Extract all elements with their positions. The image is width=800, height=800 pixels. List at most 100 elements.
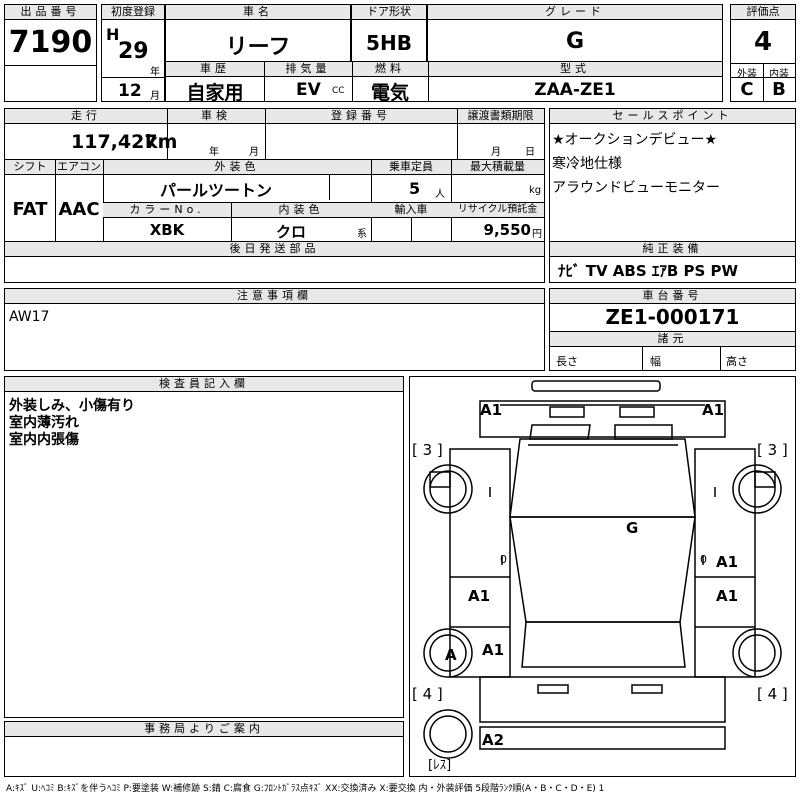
- int-color: クロ: [275, 223, 306, 241]
- persons-unit: 人: [435, 189, 445, 200]
- recycle-fee: 9,550: [483, 221, 531, 239]
- sales-point-label: セールスポイント: [550, 109, 795, 124]
- ext-color: パールツートン: [159, 181, 272, 200]
- mark-rear-wheel-left: A: [445, 646, 457, 664]
- mark-door-right: 0: [700, 553, 707, 566]
- mark-door-left: 0: [500, 553, 507, 566]
- inspector-section: 検査員記入欄 外装しみ、小傷有り 室内薄汚れ 室内内張傷: [4, 376, 404, 718]
- sales-point-2: 寒冷地仕様: [552, 156, 622, 172]
- inspector-comment-3: 室内内張傷: [9, 432, 79, 448]
- mark-spare: [ﾚｽ]: [428, 758, 451, 773]
- fuel-label: 燃料: [352, 62, 428, 77]
- inspection-year-unit: 年: [209, 147, 219, 158]
- mark-front-right: A1: [702, 401, 724, 419]
- color-no-label: カラーNo.: [103, 202, 231, 218]
- aircon: AAC: [58, 199, 100, 220]
- sales-point-1: ★オークションデビュー★: [552, 132, 718, 148]
- recycle-label: リサイクル預託金: [451, 202, 544, 218]
- sales-point-3: アラウンドビューモニター: [552, 180, 720, 196]
- registration-number-label: 登録番号: [265, 109, 457, 124]
- interior-label: 内装: [769, 69, 789, 80]
- first-registration-label: 初度登録: [102, 5, 164, 20]
- mark-front-door-right: A1: [716, 553, 738, 571]
- system-unit: 系: [357, 229, 367, 240]
- first-registration-section: 初度登録 H 29 年 12 月: [101, 4, 165, 102]
- shift: FAT: [12, 199, 48, 220]
- car-outline: A1 A1 [ 3 ] [ 3 ] G 0 0 A1 A1 A1 A A1 [ …: [412, 380, 788, 773]
- lot-number-label: 出品番号: [5, 5, 96, 20]
- mark-fender-left: [ 3 ]: [412, 441, 443, 459]
- notes-label: 注意事項欄: [5, 289, 544, 304]
- transfer-deadline-label: 譲渡書類期限: [457, 109, 544, 124]
- genuine-equipment-section: 純正装備 ﾅﾋﾞ TV ABS ｴｱB PS PW: [549, 241, 796, 283]
- notes: AW17: [9, 309, 50, 325]
- inspector-label: 検査員記入欄: [5, 377, 403, 392]
- chassis-no-label: 車台番号: [550, 289, 795, 304]
- mark-rear-door-right: A1: [716, 587, 738, 605]
- exterior-label: 外装: [737, 69, 757, 80]
- month-unit: 月: [150, 91, 160, 102]
- length-label: 長さ: [556, 355, 578, 368]
- grade: G: [565, 29, 585, 54]
- car-name-section: 車名 リーフ: [165, 4, 351, 62]
- later-parts-label: 後日発送部品: [5, 242, 544, 257]
- score: 4: [753, 27, 773, 57]
- km-unit: km: [145, 131, 178, 153]
- max-load-label: 最大積載量: [451, 160, 544, 175]
- fuel: 電気: [370, 82, 409, 104]
- int-color-label: 内装色: [231, 202, 371, 218]
- door-type-section: ドア形状 5HB: [351, 4, 427, 62]
- year-unit: 年: [150, 67, 160, 78]
- import-label: 輸入車: [371, 202, 451, 218]
- grade-section: グレード G: [427, 4, 723, 62]
- office-section: 事務局よりご案内: [4, 721, 404, 777]
- door-type-label: ドア形状: [352, 5, 426, 20]
- genuine-equipment-label: 純正装備: [550, 242, 795, 257]
- registration-month: 12: [118, 81, 142, 101]
- damage-legend: A:ｷｽﾞ U:ﾍｺﾐ B:ｷｽﾞを伴うﾍｺﾐ P:要塗装 W:補修跡 S:錆 …: [6, 784, 605, 794]
- inspector-comment-1: 外装しみ、小傷有り: [9, 398, 135, 414]
- model-code-label: 型式: [428, 62, 722, 77]
- deadline-day-unit: 日: [525, 147, 535, 158]
- capacity-label: 乗車定員: [371, 160, 451, 175]
- later-parts-section: 後日発送部品: [4, 241, 545, 283]
- mark-fender-right: [ 3 ]: [757, 441, 788, 459]
- yen-unit: 円: [532, 229, 542, 240]
- exterior-grade: C: [740, 79, 754, 100]
- displacement-label: 排気量: [264, 62, 352, 77]
- inspection-month-unit: 月: [249, 147, 259, 158]
- cc-unit: CC: [332, 86, 345, 96]
- score-section: 評価点 4 外装 内装 C B: [730, 4, 796, 102]
- lot-number: 7190: [8, 25, 93, 60]
- door-type: 5HB: [366, 31, 412, 55]
- mark-windshield: G: [626, 519, 638, 537]
- chassis-section: 車台番号 ZE1-000171 諸元 長さ 幅 高さ: [549, 288, 796, 371]
- aircon-label: エアコン: [55, 160, 103, 175]
- inspection-label: 車検: [167, 109, 265, 124]
- history-label: 車歴: [166, 62, 264, 77]
- ext-color-label: 外装色: [103, 160, 371, 175]
- dimensions-label: 諸元: [550, 331, 795, 347]
- mark-rear-quarter-left: A1: [482, 641, 504, 659]
- capacity: 5: [409, 179, 421, 198]
- color-no: XBK: [149, 221, 185, 239]
- mileage-inspection-section: 走行 車検 登録番号 譲渡書類期限 117,427 km 年 月 月 日 シフト…: [4, 108, 545, 242]
- mark-rear-bumper: A2: [482, 731, 504, 749]
- history: 自家用: [186, 82, 244, 104]
- mark-rear-left: [ 4 ]: [412, 685, 443, 703]
- damage-diagram: A1 A1 [ 3 ] [ 3 ] G 0 0 A1 A1 A1 A A1 [ …: [409, 376, 796, 777]
- registration-year: 29: [118, 39, 149, 64]
- mileage-label: 走行: [5, 109, 167, 124]
- era: H: [106, 25, 120, 44]
- shift-label: シフト: [5, 160, 55, 175]
- mark-rear-right: [ 4 ]: [757, 685, 788, 703]
- displacement: EV: [296, 80, 321, 100]
- genuine-equipment: ﾅﾋﾞ TV ABS ｴｱB PS PW: [558, 262, 739, 280]
- sales-point-section: セールスポイント ★オークションデビュー★ 寒冷地仕様 アラウンドビューモニター: [549, 108, 796, 242]
- inspector-comment-2: 室内薄汚れ: [9, 415, 79, 431]
- mark-front-left: A1: [480, 401, 502, 419]
- model-code: ZAA-ZE1: [534, 80, 616, 100]
- kg-unit: kg: [529, 185, 542, 196]
- interior-grade: B: [772, 79, 786, 100]
- height-label: 高さ: [726, 355, 748, 368]
